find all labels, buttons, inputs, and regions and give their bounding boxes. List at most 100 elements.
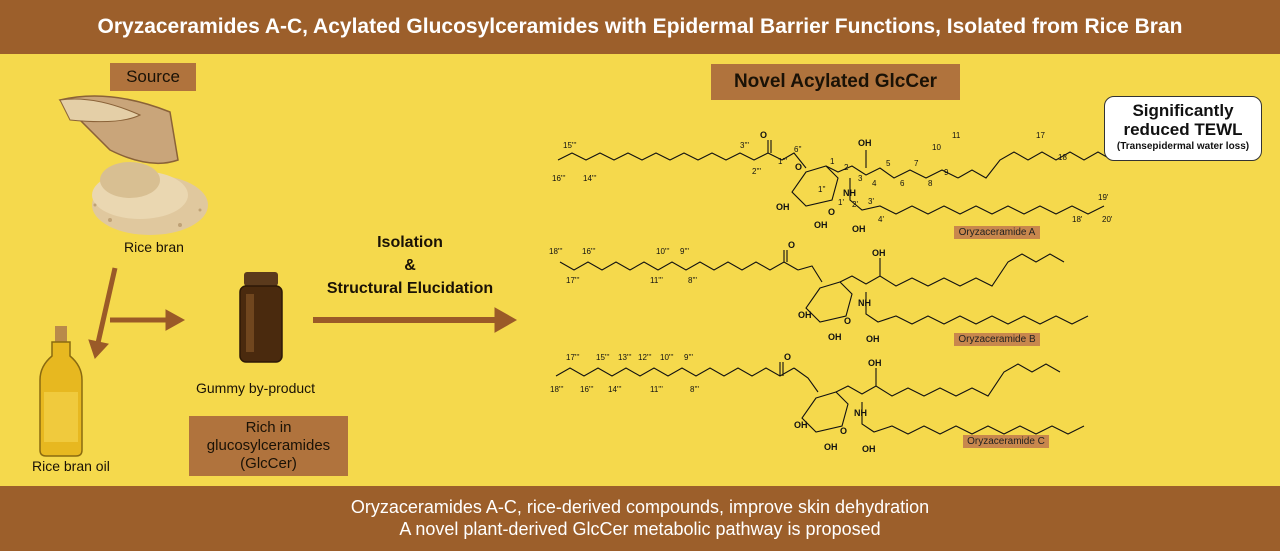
- svg-text:2': 2': [852, 200, 858, 209]
- svg-text:7: 7: [914, 159, 919, 168]
- structure-a-labels: OH NH O O O OH OH OH 15''' 16''' 14''' 3…: [552, 130, 1113, 234]
- footer-banner: Oryzaceramides A-C, rice-derived compoun…: [0, 486, 1280, 551]
- svg-text:8: 8: [928, 179, 933, 188]
- svg-text:11''': 11''': [650, 385, 663, 394]
- svg-text:18''': 18''': [549, 247, 563, 256]
- svg-text:OH: OH: [872, 248, 886, 258]
- svg-text:OH: OH: [776, 202, 790, 212]
- gummy-jar-image: [239, 272, 283, 363]
- svg-text:OH: OH: [868, 358, 882, 368]
- svg-text:3''': 3''': [740, 141, 750, 150]
- page-title: Oryzaceramides A-C, Acylated Glucosylcer…: [97, 15, 1183, 38]
- compound-label-c: Oryzaceramide C: [963, 435, 1049, 448]
- source-label: Source: [126, 67, 180, 86]
- svg-text:O: O: [828, 207, 835, 217]
- tewl-line-2: reduced TEWL: [1123, 120, 1243, 139]
- svg-text:O: O: [784, 352, 791, 362]
- svg-text:2''': 2''': [752, 167, 762, 176]
- svg-text:9''': 9''': [684, 353, 694, 362]
- tewl-note: (Transepidermal water loss): [1116, 141, 1250, 152]
- gummy-byproduct-label: Gummy by-product: [196, 380, 316, 396]
- structure-b-labels: OH NH O O OH OH OH 18''' 16''' 17''' 10'…: [549, 240, 886, 344]
- svg-text:1'': 1'': [818, 185, 826, 194]
- svg-text:20': 20': [1102, 215, 1113, 224]
- svg-text:OH: OH: [858, 138, 872, 148]
- process-label: Isolation & Structural Elucidation: [300, 231, 520, 300]
- svg-text:12''': 12''': [638, 353, 652, 362]
- title-banner: Oryzaceramides A-C, Acylated Glucosylcer…: [0, 0, 1280, 54]
- svg-text:16''': 16''': [580, 385, 594, 394]
- svg-text:13''': 13''': [618, 353, 632, 362]
- svg-text:18': 18': [1072, 215, 1083, 224]
- compound-label-a: Oryzaceramide A: [954, 226, 1040, 239]
- novel-acylated-glccer-box: Novel Acylated GlcCer: [711, 64, 960, 100]
- svg-text:17''': 17''': [566, 353, 580, 362]
- svg-text:3': 3': [868, 197, 874, 206]
- svg-text:O: O: [844, 316, 851, 326]
- svg-text:O: O: [760, 130, 767, 140]
- svg-text:14''': 14''': [608, 385, 622, 394]
- svg-text:OH: OH: [852, 224, 866, 234]
- svg-text:19': 19': [1098, 193, 1109, 202]
- svg-text:6: 6: [900, 179, 905, 188]
- svg-text:OH: OH: [798, 310, 812, 320]
- svg-text:1''': 1''': [778, 157, 788, 166]
- novel-label: Novel Acylated GlcCer: [733, 71, 938, 92]
- svg-text:6'': 6'': [794, 145, 802, 154]
- structure-oryzaceramide-b: [559, 250, 1089, 325]
- svg-text:15''': 15''': [563, 141, 577, 150]
- process-line-2: &: [404, 257, 416, 274]
- svg-text:18: 18: [1058, 153, 1067, 162]
- compound-label-b: Oryzaceramide B: [954, 333, 1040, 346]
- svg-text:10''': 10''': [660, 353, 674, 362]
- svg-text:17''': 17''': [566, 276, 580, 285]
- svg-text:OH: OH: [824, 442, 838, 452]
- rice-bran-oil-label: Rice bran oil: [32, 458, 110, 474]
- rich-line-1: Rich in: [245, 419, 292, 436]
- svg-text:NH: NH: [858, 298, 871, 308]
- rich-line-3: (GlcCer): [240, 455, 297, 472]
- svg-text:O: O: [840, 426, 847, 436]
- svg-text:16''': 16''': [552, 174, 566, 183]
- svg-text:8''': 8''': [690, 385, 700, 394]
- process-line-3: Structural Elucidation: [326, 280, 494, 297]
- svg-text:OH: OH: [794, 420, 808, 430]
- structure-c-labels: OH NH O O OH OH OH 17''' 15''' 13''' 12'…: [550, 352, 882, 454]
- rich-line-2: glucosylceramides: [206, 437, 331, 454]
- svg-text:OH: OH: [866, 334, 880, 344]
- structure-oryzaceramide-c: [555, 362, 1085, 435]
- source-box: Source: [110, 63, 196, 91]
- svg-text:15''': 15''': [596, 353, 610, 362]
- svg-text:OH: OH: [862, 444, 876, 454]
- svg-text:10''': 10''': [656, 247, 670, 256]
- rice-bran-sack-image: [58, 95, 208, 235]
- svg-text:14''': 14''': [583, 174, 597, 183]
- svg-text:16''': 16''': [582, 247, 596, 256]
- svg-text:11''': 11''': [650, 276, 663, 285]
- footer-line-2: A novel plant-derived GlcCer metabolic p…: [399, 519, 881, 539]
- svg-text:11: 11: [952, 131, 961, 140]
- footer-line-1: Oryzaceramides A-C, rice-derived compoun…: [350, 497, 930, 517]
- tewl-callout: Significantly reduced TEWL (Transepiderm…: [1104, 96, 1262, 161]
- rice-bran-oil-bottle-image: [39, 326, 83, 457]
- svg-text:5: 5: [886, 159, 891, 168]
- svg-text:OH: OH: [828, 332, 842, 342]
- svg-text:10: 10: [932, 143, 941, 152]
- svg-text:8''': 8''': [688, 276, 698, 285]
- svg-text:1: 1: [830, 157, 835, 166]
- svg-text:2: 2: [844, 163, 849, 172]
- svg-text:NH: NH: [843, 188, 856, 198]
- svg-text:18''': 18''': [550, 385, 564, 394]
- svg-text:NH: NH: [854, 408, 867, 418]
- svg-text:17: 17: [1036, 131, 1045, 140]
- svg-text:9''': 9''': [680, 247, 690, 256]
- rich-in-glccer-box: Rich in glucosylceramides (GlcCer): [189, 416, 348, 476]
- svg-text:3: 3: [858, 174, 863, 183]
- svg-text:4: 4: [872, 179, 877, 188]
- svg-text:4': 4': [878, 215, 884, 224]
- svg-text:1': 1': [838, 198, 844, 207]
- process-line-1: Isolation: [377, 234, 443, 251]
- svg-text:O: O: [788, 240, 795, 250]
